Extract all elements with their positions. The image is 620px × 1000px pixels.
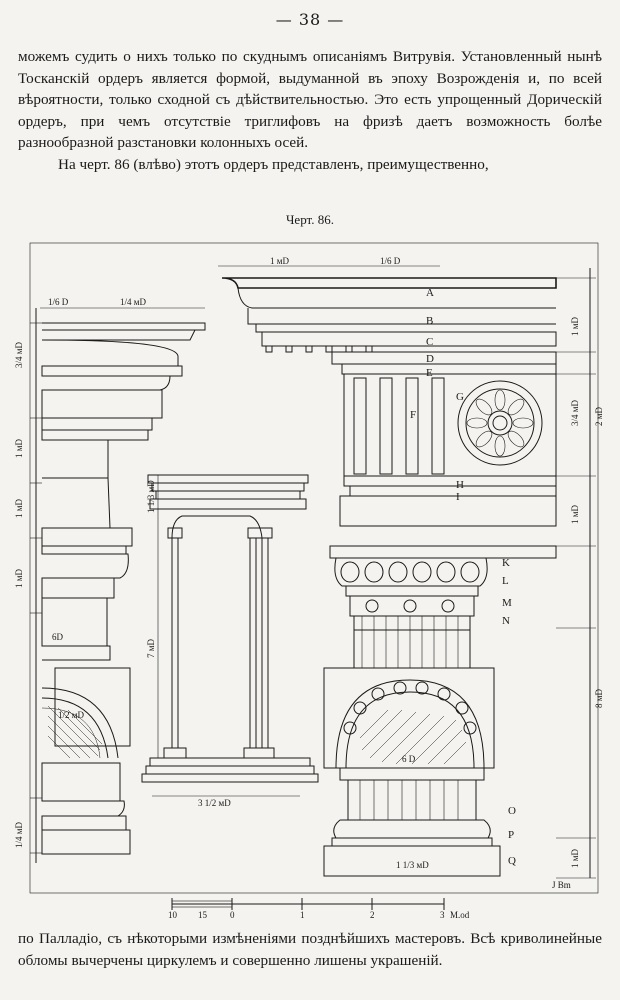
arch-hatching	[359, 709, 467, 765]
rosette-ornament	[457, 380, 543, 466]
paragraph-continuation: можемъ судить о нихъ только по скуднымъ …	[18, 48, 602, 151]
frieze-flutes	[353, 377, 445, 475]
figure-caption: Черт. 86.	[285, 212, 334, 227]
dim-left-side-0: 3/4 мD	[14, 342, 24, 368]
shaft-flutes	[361, 616, 459, 668]
dim-left-misc-0: 6D	[52, 632, 64, 642]
part-letter-M: M	[502, 597, 512, 609]
dim-arcade-2: 3 1/2 мD	[198, 798, 231, 808]
part-letter-E: E	[426, 367, 433, 379]
dim-right-5: 1 мD	[570, 849, 580, 868]
arch-voussoirs	[343, 681, 477, 735]
signature: J Bm	[552, 880, 571, 890]
dim-right-2: 2 мD	[594, 407, 604, 426]
dim-right-1: 3/4 мD	[570, 400, 580, 426]
part-letter-C: C	[426, 336, 433, 348]
scale-label-2: 0	[230, 910, 235, 918]
part-letter-O: O	[508, 805, 516, 817]
part-letter-K: K	[502, 557, 510, 569]
egg-and-dart	[340, 561, 480, 583]
dim-left-side-4: 1/4 мD	[14, 822, 24, 848]
tuscan-order-plate: 1/6 D 1/4 мD 3/4 мD 1 мD 1 мD 1 мD 1/4 м…	[14, 242, 604, 918]
part-letter-N: N	[502, 615, 510, 627]
scale-label-4: 2	[370, 910, 375, 918]
base-flutes	[347, 779, 477, 821]
dentil-row	[265, 345, 373, 353]
dim-top-1: 1/6 D	[380, 256, 401, 266]
dim-right-0: 1 мD	[570, 317, 580, 336]
plate-frame	[29, 242, 599, 894]
scale-label-1: 15	[198, 910, 208, 918]
left-order-elevation: 1/6 D 1/4 мD 3/4 мD 1 мD 1 мD 1 мD 1/4 м…	[14, 297, 206, 863]
part-letter-D: D	[426, 353, 434, 365]
dim-right-3: 1 мD	[570, 505, 580, 524]
text-paragraph-top: можемъ судить о нихъ только по скуднымъ …	[18, 46, 602, 175]
part-letter-G: G	[456, 391, 464, 403]
dim-base-0: 6 D	[402, 754, 416, 764]
dim-left-side-3: 1 мD	[14, 569, 24, 588]
part-letter-A: A	[426, 287, 434, 299]
dim-left-side-2: 1 мD	[14, 499, 24, 518]
dim-right-4: 8 мD	[594, 689, 604, 708]
arcade-elevation: 1 1/3 мD 7 мD 3 1/2 мD	[141, 474, 319, 808]
scale-label-3: 1	[300, 910, 305, 918]
scale-unit: M.od	[450, 910, 470, 918]
part-letter-Q: Q	[508, 855, 516, 867]
dim-top-0: 1 мD	[270, 256, 289, 266]
main-order-elevation: 1 мD 1/6 D	[218, 256, 604, 890]
dim-left-misc-1: 1/2 мD	[58, 710, 84, 720]
part-letter-H: H	[456, 479, 464, 491]
left-arch-hatching	[47, 705, 103, 759]
part-letter-B: B	[426, 315, 433, 327]
paragraph-indented: На черт. 86 (влѣво) этотъ ордеръ предста…	[58, 155, 489, 173]
dim-arcade-0: 1 1/3 мD	[146, 480, 156, 513]
scale-bar: 10 15 0 1 2 3 M.od	[168, 898, 470, 918]
text-paragraph-bottom: по Палладіо, съ нѣкоторыми измѣненіями п…	[18, 930, 602, 969]
scale-label-5: 3	[440, 910, 445, 918]
page-number: — 38 —	[275, 10, 345, 29]
scale-label-0: 10	[168, 910, 178, 918]
part-letter-L: L	[502, 575, 509, 587]
part-letter-F: F	[410, 409, 416, 421]
dim-arcade-1: 7 мD	[146, 639, 156, 658]
part-letter-P: P	[508, 829, 514, 841]
neck-rosettes	[365, 599, 455, 613]
dim-left-top-1: 1/4 мD	[120, 297, 146, 307]
dim-left-side-1: 1 мD	[14, 439, 24, 458]
dim-base-1: 1 1/3 мD	[396, 860, 429, 870]
dim-left-top-0: 1/6 D	[48, 297, 69, 307]
part-letter-I: I	[456, 491, 460, 503]
